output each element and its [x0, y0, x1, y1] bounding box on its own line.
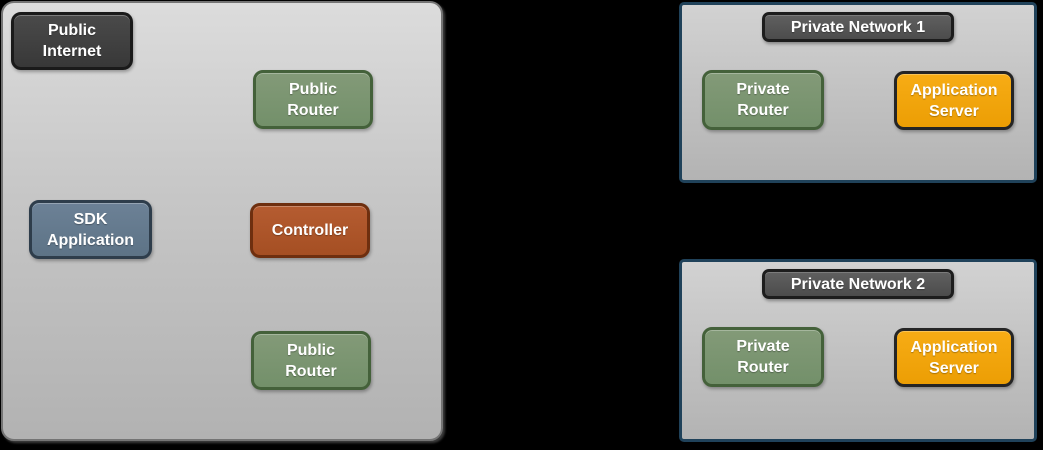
node-private-router-1: Private Router [702, 70, 824, 130]
public-internet-zone: Public Internet Public Router SDK Applic… [1, 1, 443, 441]
private-network-2-title: Private Network 2 [762, 269, 954, 299]
node-application-server-2: Application Server [894, 328, 1014, 387]
node-private-router-2: Private Router [702, 327, 824, 387]
node-public-router-bottom: Public Router [251, 331, 371, 390]
node-application-server-1: Application Server [894, 71, 1014, 130]
private-network-2-zone: Private Network 2 Private Router Applica… [679, 259, 1037, 442]
node-sdk-application: SDK Application [29, 200, 152, 259]
private-network-1-title: Private Network 1 [762, 12, 954, 42]
node-controller: Controller [250, 203, 370, 258]
private-network-1-zone: Private Network 1 Private Router Applica… [679, 2, 1037, 183]
node-public-router-top: Public Router [253, 70, 373, 129]
node-public-internet: Public Internet [11, 12, 133, 70]
